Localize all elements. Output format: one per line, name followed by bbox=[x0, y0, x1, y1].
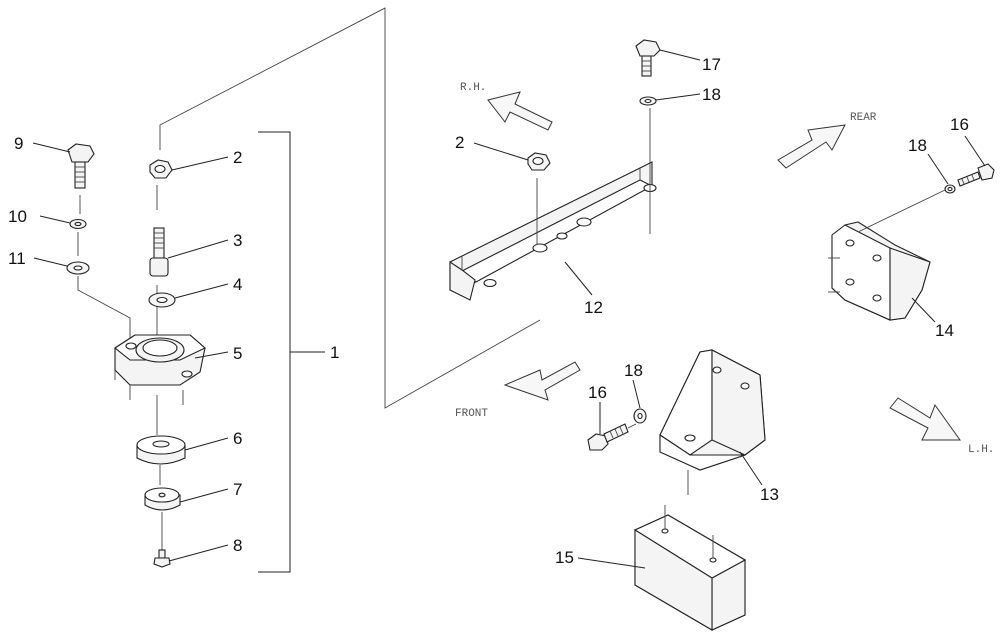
leader-15 bbox=[577, 557, 646, 569]
part-channel-12 bbox=[449, 161, 657, 301]
callout-18b: 18 bbox=[908, 136, 927, 155]
part-washer-18c bbox=[633, 408, 647, 424]
leader-17 bbox=[659, 49, 701, 61]
callout-1: 1 bbox=[330, 343, 339, 362]
callout-2a: 2 bbox=[233, 148, 242, 167]
direction-lh: L.H. bbox=[968, 444, 994, 456]
callout-13: 13 bbox=[760, 485, 779, 504]
callout-8: 8 bbox=[233, 536, 242, 555]
axis-line-16b bbox=[627, 423, 637, 429]
leader-10 bbox=[39, 215, 71, 224]
arrow-rear bbox=[777, 124, 846, 169]
part-bolt-17 bbox=[635, 39, 661, 77]
part-washer-4 bbox=[148, 292, 176, 308]
leader-11 bbox=[33, 257, 68, 267]
callout-12: 12 bbox=[584, 298, 603, 317]
callout-7: 7 bbox=[233, 480, 242, 499]
direction-rear: REAR bbox=[850, 112, 877, 124]
leader-18a bbox=[655, 93, 701, 101]
callout-2b: 2 bbox=[455, 133, 464, 152]
leader-6 bbox=[184, 437, 229, 451]
callout-15: 15 bbox=[555, 548, 574, 567]
part-bolt-16a bbox=[957, 163, 995, 187]
leader-3 bbox=[167, 239, 229, 259]
callout-9: 9 bbox=[14, 134, 23, 153]
callout-16b: 16 bbox=[588, 383, 607, 402]
arrow-rh bbox=[487, 91, 553, 131]
part-washer-18b bbox=[944, 184, 956, 194]
axis-line-14 bbox=[857, 189, 946, 233]
part-washer-18a bbox=[639, 96, 657, 106]
callout-14: 14 bbox=[935, 321, 954, 340]
part-washer-10 bbox=[69, 218, 87, 230]
connector-line bbox=[159, 7, 541, 409]
leader-2b bbox=[473, 142, 529, 161]
part-washer-11 bbox=[66, 261, 90, 275]
leader-8 bbox=[168, 544, 229, 562]
arrow-front bbox=[503, 361, 581, 401]
part-nut-2 bbox=[149, 159, 173, 179]
leader-18b bbox=[927, 153, 949, 185]
assembly-bracket bbox=[258, 131, 291, 573]
part-stud-3 bbox=[149, 227, 169, 277]
callout-6: 6 bbox=[233, 429, 242, 448]
direction-rh: R.H. bbox=[460, 82, 486, 94]
part-bracket-14 bbox=[828, 221, 931, 321]
callout-17: 17 bbox=[702, 55, 721, 74]
callout-4: 4 bbox=[233, 275, 242, 294]
leader-13 bbox=[739, 451, 763, 486]
leader-9 bbox=[32, 142, 71, 153]
part-mount-5 bbox=[114, 334, 206, 405]
leader-12 bbox=[564, 261, 593, 296]
axis-line-11 bbox=[77, 276, 131, 338]
callout-18c: 18 bbox=[624, 361, 643, 380]
part-nut-2b bbox=[527, 152, 551, 171]
callout-18a: 18 bbox=[702, 85, 721, 104]
part-bracket-13 bbox=[659, 349, 766, 495]
leader-7 bbox=[179, 488, 229, 503]
part-bolt-16b bbox=[587, 423, 629, 451]
part-isolator-6 bbox=[136, 435, 186, 465]
callout-10: 10 bbox=[8, 207, 27, 226]
leader-4 bbox=[174, 283, 229, 299]
callout-3: 3 bbox=[233, 231, 242, 250]
part-bushing-7 bbox=[144, 487, 181, 511]
callout-11: 11 bbox=[8, 249, 26, 268]
part-bolt-8 bbox=[153, 549, 171, 568]
callout-16a: 16 bbox=[950, 115, 969, 134]
leader-18c bbox=[632, 379, 641, 409]
part-block-15 bbox=[633, 505, 747, 631]
leader-2a bbox=[171, 156, 229, 171]
arrow-lh bbox=[889, 397, 961, 441]
leader-14 bbox=[911, 297, 936, 323]
leader-5 bbox=[194, 351, 229, 359]
direction-front: FRONT bbox=[455, 408, 488, 420]
callout-5: 5 bbox=[233, 344, 242, 363]
leader-16a bbox=[964, 135, 986, 167]
part-bolt-9 bbox=[67, 143, 95, 189]
